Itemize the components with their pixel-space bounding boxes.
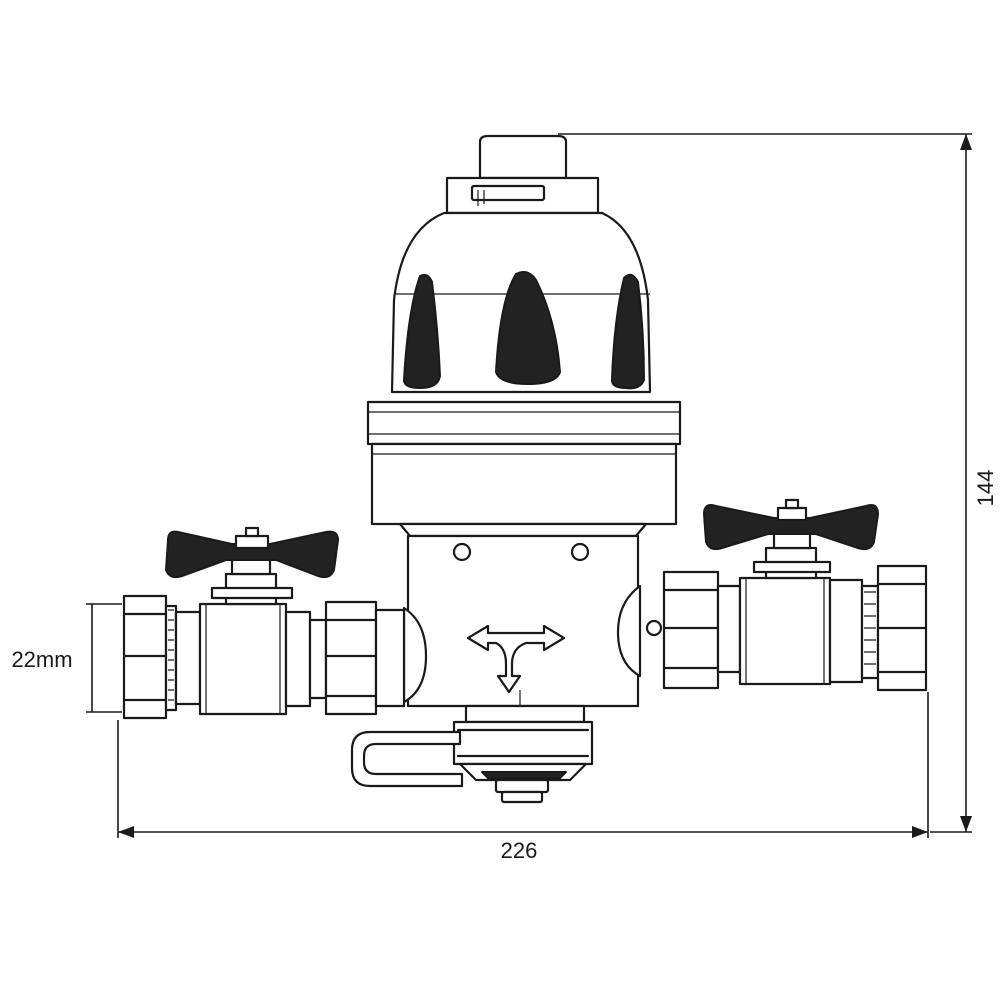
right-ball-valve: [662, 498, 928, 692]
filter-unit: [350, 134, 682, 804]
flow-direction-icon: [466, 624, 566, 694]
manifold-body: [381, 534, 663, 724]
right-valve-handle-butterfly: [703, 504, 879, 551]
top-cap: [445, 134, 600, 215]
rib-left: [403, 273, 441, 389]
rib-right: [611, 273, 645, 390]
pipe-diameter-label: 22mm: [11, 647, 72, 672]
left-valve-handle-butterfly: [165, 530, 339, 579]
rib-center: [495, 271, 561, 385]
width-dimension-label: 226: [501, 838, 538, 863]
filter-collar: [366, 400, 682, 538]
drain-valve: [350, 704, 594, 804]
left-ball-valve: [122, 526, 406, 720]
height-dimension-label: 144: [973, 470, 998, 507]
dimension-lines: [86, 133, 972, 838]
filter-dome: [390, 211, 652, 394]
